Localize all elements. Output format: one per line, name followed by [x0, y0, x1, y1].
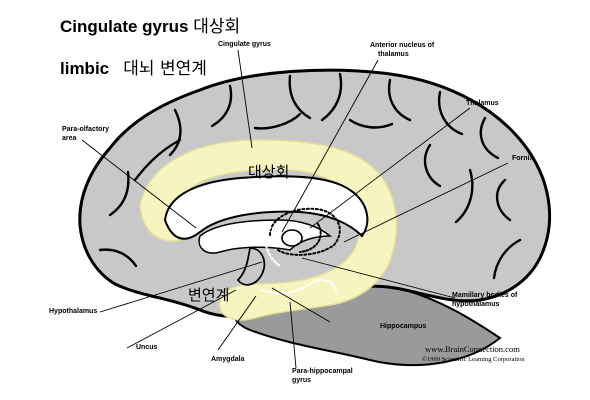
title-line-1: Cingulate gyrus 대상회 [60, 12, 240, 37]
label-mamillary-line1: Mamillary bodies of [452, 292, 518, 299]
title-korean: 대상회 [193, 17, 241, 37]
label-parahippocampal-line1: Para-hippocampal [292, 368, 353, 375]
dotted-structures [260, 207, 341, 294]
subtitle-english: limbic [60, 59, 110, 78]
label-fornix: Fornix [512, 155, 533, 162]
label-mamillary-line2: hypothalamus [452, 301, 500, 308]
title-english: Cingulate gyrus [60, 17, 189, 36]
cingulate-korean-label: 대상회 [248, 163, 289, 181]
label-parahippocampal-line2: gyrus [292, 377, 311, 384]
limbic-korean-label: 변연계 [188, 286, 229, 304]
title-line-2: limbic 대뇌 변연계 [60, 54, 207, 79]
label-para-olfactory-line1: Para-olfactory [62, 126, 109, 133]
corpus-callosum [163, 175, 369, 240]
label-thalamus: Thalamus [466, 100, 499, 107]
brainstem [236, 247, 266, 286]
label-para-olfactory-line2: area [62, 135, 77, 142]
label-hypothalamus: Hypothalamus [49, 308, 97, 315]
label-hippocampus: Hippocampus [380, 323, 426, 330]
subtitle-korean: 대뇌 변연계 [123, 59, 207, 79]
label-uncus: Uncus [136, 344, 158, 351]
lateral-ventricle [198, 219, 333, 254]
label-cingulate-gyrus: Cingulate gyrus [218, 41, 271, 48]
leader-lines [81, 49, 509, 369]
credit-site: www.BrainConnection.com [425, 344, 520, 354]
label-amygdala: Amygdala [211, 356, 245, 363]
cingulate-gyrus-region [139, 139, 398, 321]
label-anterior-nucleus-line1: Anterior nucleus of [370, 42, 435, 49]
sulci [98, 72, 522, 280]
label-anterior-nucleus-line2: thalamus [378, 51, 409, 58]
credit-copyright: ©1999 Scientific Learning Corporation [422, 356, 525, 363]
